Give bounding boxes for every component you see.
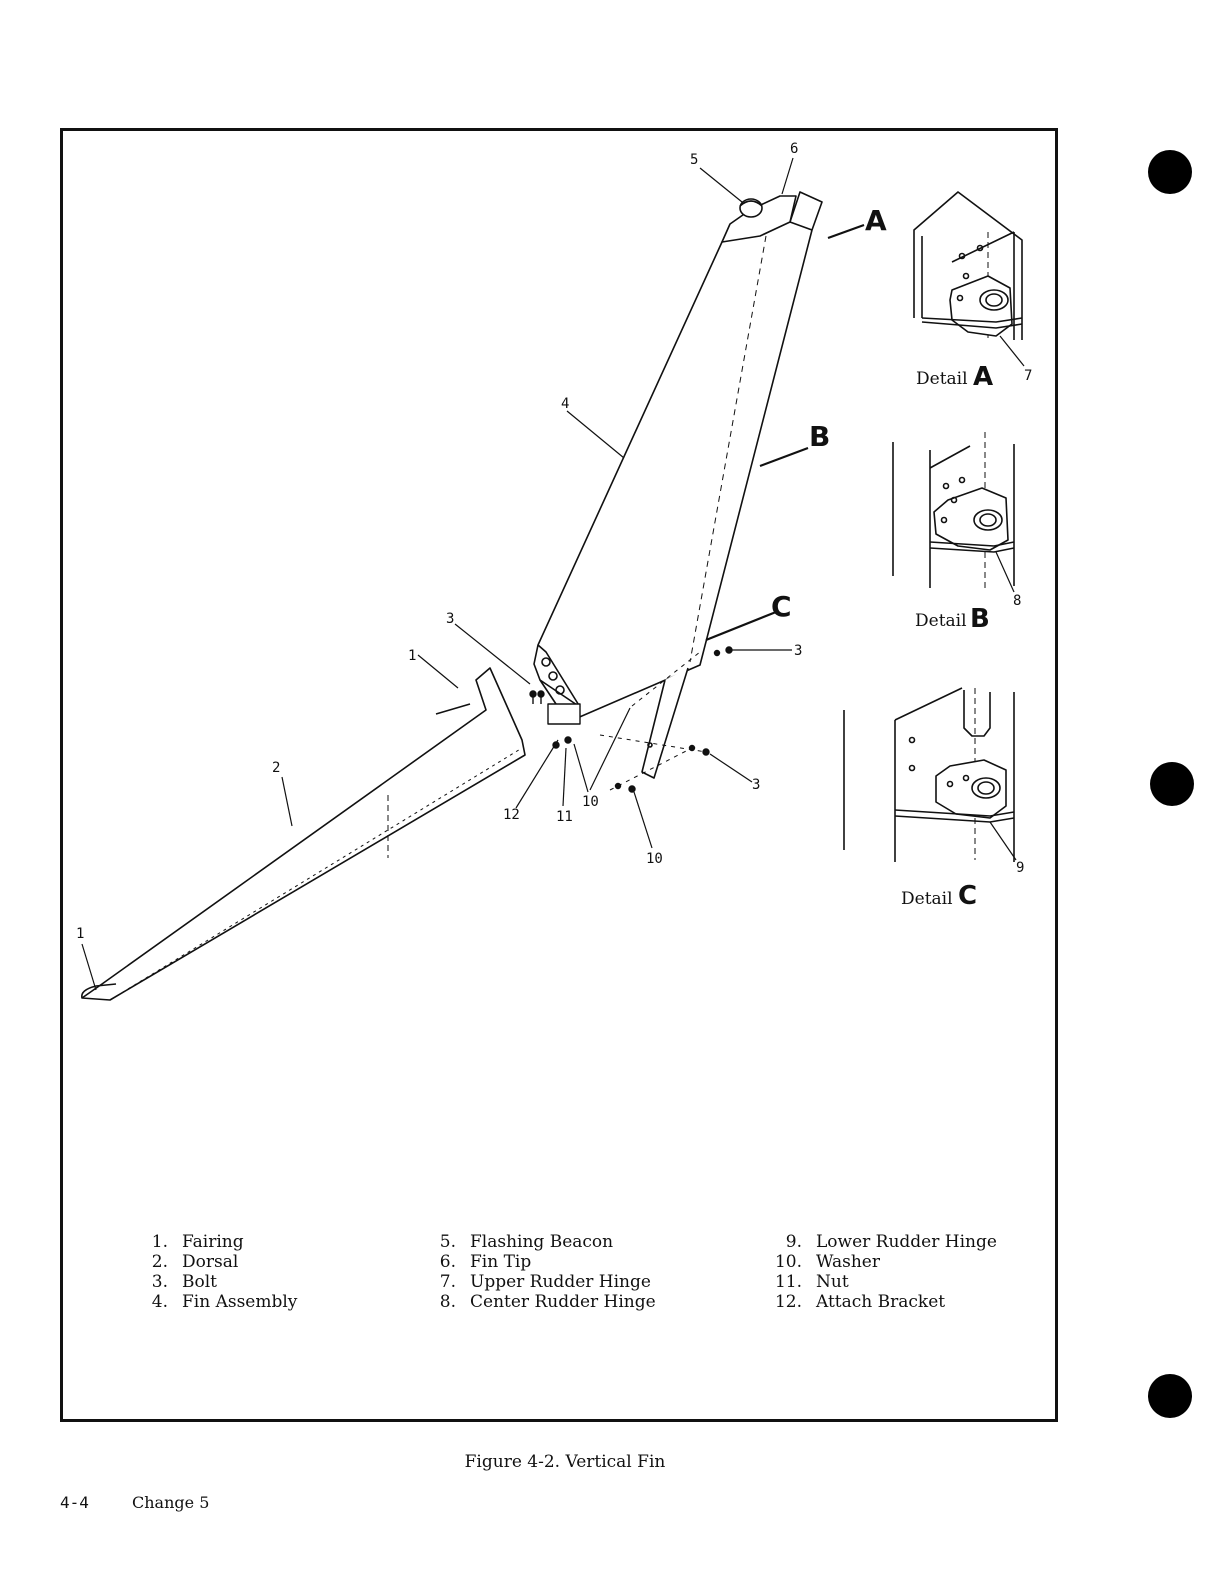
callout-3-top: 3 [446,611,454,627]
legend-item: 4.Fin Assembly [134,1292,297,1312]
callout-3-lower: 3 [752,777,760,793]
legend-item: 11.Nut [768,1272,997,1292]
legend-item: 6.Fin Tip [422,1252,656,1272]
callout-9: 9 [1016,860,1024,876]
detail-b-label: Detail [915,611,967,631]
view-letter-b: B [809,420,830,453]
figure-caption: Figure 4-2. Vertical Fin [0,1452,1130,1472]
callout-10-upper: 10 [582,794,599,810]
callout-10-lower: 10 [646,851,663,867]
detail-c-drawing [844,688,1016,862]
detail-c-letter: C [958,881,977,911]
change-label: Change 5 [132,1493,209,1512]
callout-8: 8 [1013,593,1021,609]
legend-item: 3.Bolt [134,1272,297,1292]
detail-b-drawing [893,432,1014,592]
legend-item: 9.Lower Rudder Hinge [768,1232,997,1252]
view-letter-a: A [865,204,887,237]
detail-a-drawing [914,192,1024,366]
detail-b-letter: B [970,604,990,634]
callout-2: 2 [272,760,280,776]
callout-1-fairing: 1 [408,648,416,664]
legend-item: 12.Attach Bracket [768,1292,997,1312]
callout-5: 5 [690,152,698,168]
callout-7: 7 [1024,368,1032,384]
callout-12: 12 [503,807,520,823]
legend-item: 8.Center Rudder Hinge [422,1292,656,1312]
dorsal-drawing [82,668,525,1000]
legend-item: 5.Flashing Beacon [422,1232,656,1252]
detail-c-label: Detail [901,889,953,909]
callout-11: 11 [556,809,573,825]
fin-assembly-drawing [534,192,822,722]
legend-column-3: 9.Lower Rudder Hinge 10.Washer 11.Nut 12… [768,1232,997,1312]
legend-column-2: 5.Flashing Beacon 6.Fin Tip 7.Upper Rudd… [422,1232,656,1312]
detail-a-letter: A [973,362,993,392]
view-letter-c: C [771,590,792,623]
legend-item: 10.Washer [768,1252,997,1272]
callout-1-tip: 1 [76,926,84,942]
legend-column-1: 1.Fairing 2.Dorsal 3.Bolt 4.Fin Assembly [134,1232,297,1312]
detail-a-label: Detail [916,369,968,389]
legend-item: 2.Dorsal [134,1252,297,1272]
legend-item: 7.Upper Rudder Hinge [422,1272,656,1292]
legend-item: 1.Fairing [134,1232,297,1252]
page-number: 4-4 [60,1493,89,1512]
callout-6: 6 [790,141,798,157]
callout-3-right: 3 [794,643,802,659]
callout-4: 4 [561,396,569,412]
